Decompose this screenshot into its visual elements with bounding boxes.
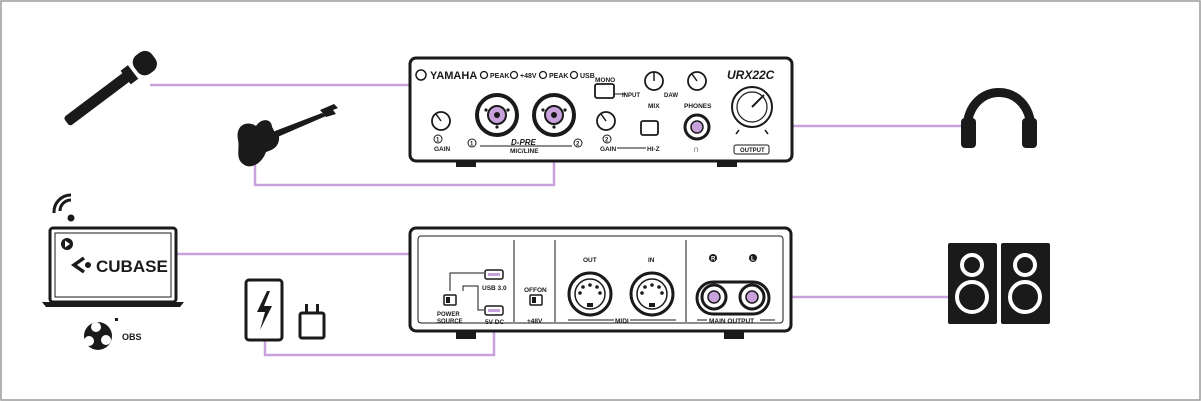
channel-1-label: 1 xyxy=(470,142,474,148)
output-label: OUTPUT xyxy=(740,148,765,154)
peak-2-led xyxy=(538,70,548,80)
model-label: URX22C xyxy=(727,68,775,82)
dpre-label: D-PRE xyxy=(511,138,537,147)
power-source-label-1: POWER xyxy=(437,312,460,318)
output-l-label: L xyxy=(751,257,755,263)
brand-label: YAMAHA xyxy=(430,70,477,82)
daw-name: CUBASE xyxy=(96,257,168,276)
usb-led-label: USB xyxy=(580,73,595,80)
micline-label: MIC/LINE xyxy=(510,148,539,155)
wifi-icon xyxy=(52,193,75,222)
play-icon xyxy=(61,238,73,250)
on-label: ON xyxy=(537,287,547,294)
peak-1-led xyxy=(479,70,489,80)
phones-symbol: ∩ xyxy=(693,144,700,154)
output-r-label: R xyxy=(711,257,716,263)
hiz-label: HI-Z xyxy=(647,146,660,153)
peak-1-label: PEAK xyxy=(490,73,509,80)
channel-2-label: 2 xyxy=(576,142,580,148)
midi-in-port xyxy=(629,271,675,317)
power-plug-icon xyxy=(298,304,326,340)
mix-label: MIX xyxy=(648,103,660,110)
power-source-label-2: SOURCE xyxy=(437,319,463,325)
microphone-icon xyxy=(64,50,157,126)
obs-logo-icon xyxy=(84,318,118,350)
phantom-led-label: +48V xyxy=(520,73,537,80)
obs-label: OBS xyxy=(122,332,142,342)
usb3-label: USB 3.0 xyxy=(482,285,507,292)
gain-1-label: GAIN xyxy=(434,146,451,153)
phantom-led xyxy=(509,70,519,80)
usb-led xyxy=(569,70,579,80)
power-cable xyxy=(263,317,496,357)
phantom-rear-label: +48V xyxy=(527,318,543,325)
electric-guitar-icon xyxy=(237,104,338,167)
midi-out-port xyxy=(567,271,613,317)
main-output-r-jack xyxy=(700,283,728,311)
headphones-icon xyxy=(961,88,1037,148)
mono-switch xyxy=(594,83,615,99)
cubase-logo-icon xyxy=(70,256,91,274)
hiz-switch xyxy=(640,120,659,136)
main-output-label: MAIN OUTPUT xyxy=(709,318,754,325)
battery-pack-icon xyxy=(244,278,284,342)
studio-monitors-icon xyxy=(948,243,1050,324)
daw-label: DAW xyxy=(664,93,678,99)
mono-label: MONO xyxy=(595,77,615,84)
peak-2-label: PEAK xyxy=(549,73,568,80)
dc-label: 5V DC xyxy=(485,319,504,326)
midi-out-label: OUT xyxy=(583,257,597,264)
svg-text:1: 1 xyxy=(436,138,440,144)
main-output-l-jack xyxy=(738,283,766,311)
rear-panel: USB 3.0 POWER SOURCE 5V DC OFF ON +48V O… xyxy=(408,226,793,339)
midi-in-label: IN xyxy=(648,257,655,264)
midi-label: MIDI xyxy=(615,318,629,325)
input-label: INPUT xyxy=(622,93,640,99)
svg-text:2: 2 xyxy=(605,138,609,144)
phones-label: PHONES xyxy=(684,103,712,110)
gain-2-label: GAIN xyxy=(600,146,617,153)
off-label: OFF xyxy=(524,287,537,294)
front-panel: YAMAHA URX22C PEAK +48V PEAK USB 1 GAIN xyxy=(408,56,794,167)
yamaha-logo-icon xyxy=(415,69,427,81)
